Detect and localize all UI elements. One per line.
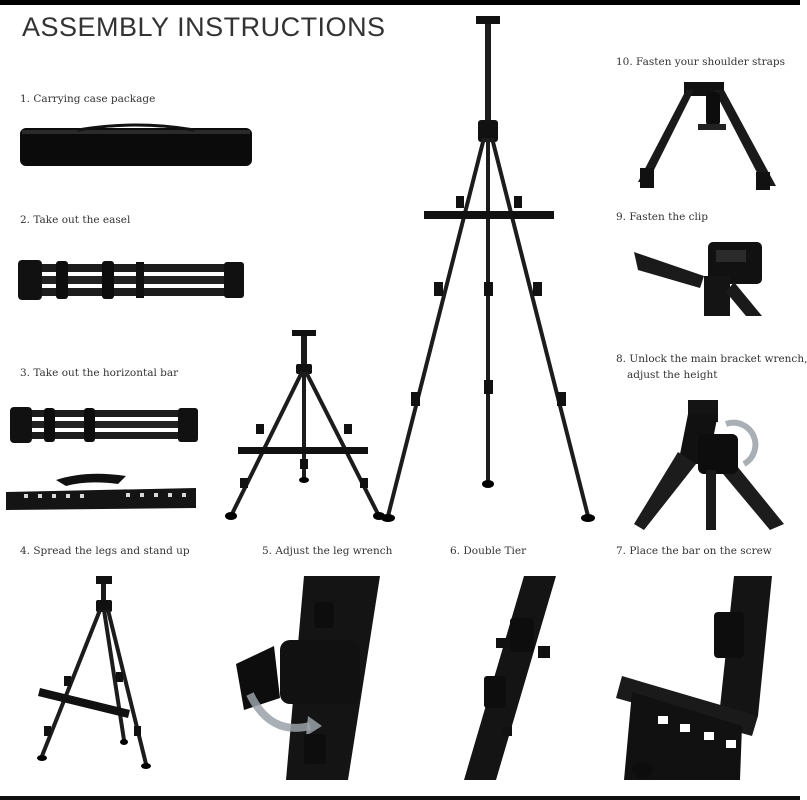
step-9-label: 9. Fasten the clip	[616, 211, 708, 223]
step-8-label-line2: adjust the height	[627, 369, 718, 381]
step-5-label: 5. Adjust the leg wrench	[262, 545, 393, 557]
step-2-label: 2. Take out the easel	[20, 214, 131, 226]
step-8-label-line1: 8. Unlock the main bracket wrench,	[616, 353, 807, 365]
spread-legs-image	[37, 576, 151, 769]
carrying-case-image	[20, 123, 252, 166]
step-7-label: 7. Place the bar on the screw	[616, 545, 772, 557]
bottom-border	[0, 796, 800, 800]
leg-wrench-image	[236, 576, 380, 780]
bar-on-screw-image	[616, 576, 772, 780]
clip-image	[634, 242, 762, 316]
page-title: ASSEMBLY INSTRUCTIONS	[22, 12, 386, 42]
step-3-label: 3. Take out the horizontal bar	[20, 367, 179, 379]
folded-easel-image	[18, 260, 244, 300]
step-10-label: 10. Fasten your shoulder straps	[616, 56, 786, 68]
main-bracket-image	[634, 400, 784, 530]
small-easel-image	[225, 330, 385, 520]
shoulder-straps-image	[638, 82, 776, 190]
folded-easel-image-2	[10, 407, 198, 443]
tall-easel-image	[381, 16, 595, 522]
step-6-label: 6. Double Tier	[450, 545, 527, 557]
step-4-label: 4. Spread the legs and stand up	[20, 545, 190, 557]
horizontal-bar-image	[6, 473, 196, 510]
step-1-label: 1. Carrying case package	[20, 93, 156, 105]
double-tier-image	[464, 576, 556, 780]
top-border	[0, 0, 800, 5]
